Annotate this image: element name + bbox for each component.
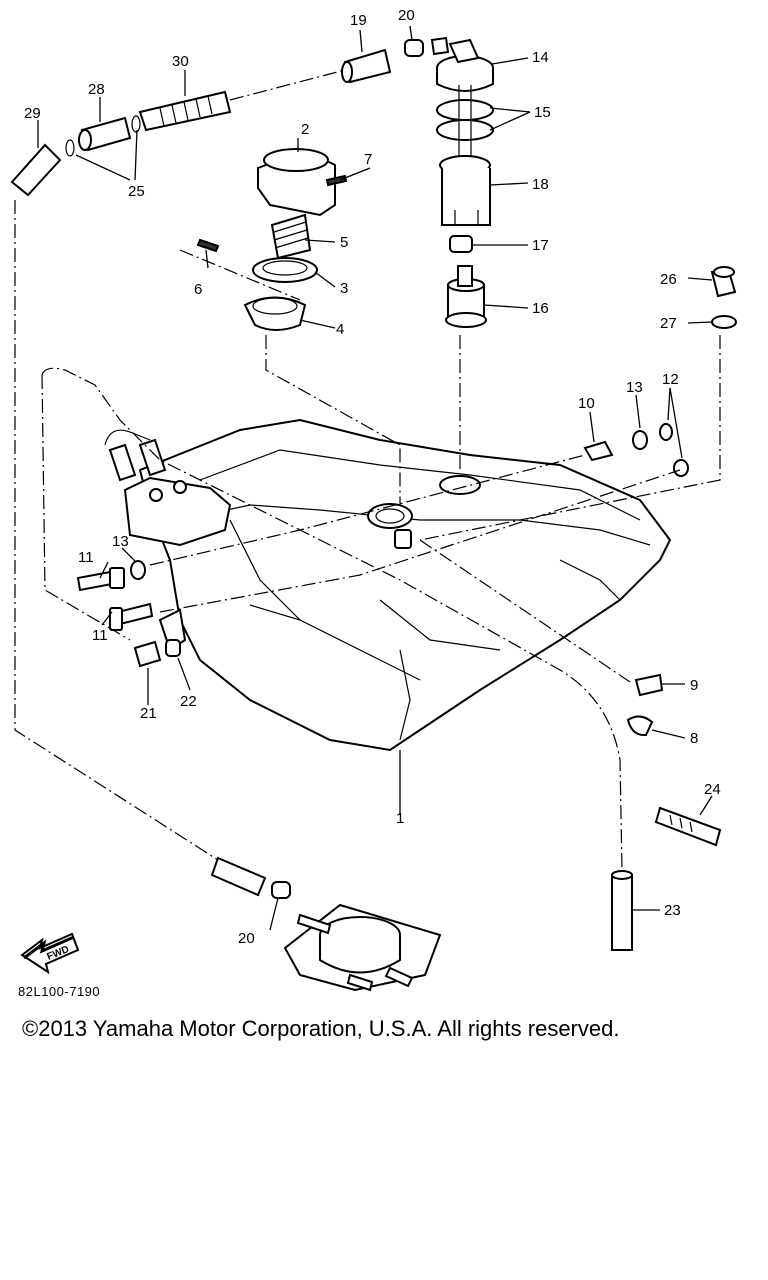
callout-6: 6 <box>194 281 202 298</box>
callout-3: 3 <box>340 280 348 297</box>
callout-13a: 13 <box>626 379 643 396</box>
callout-9: 9 <box>690 677 698 694</box>
callout-10: 10 <box>578 395 595 412</box>
callout-22: 22 <box>180 693 197 710</box>
callout-11b: 11 <box>92 627 108 644</box>
callout-29: 29 <box>24 105 41 122</box>
callout-15: 15 <box>534 104 551 121</box>
callout-20b: 20 <box>238 930 255 947</box>
left-side-hardware <box>76 560 291 899</box>
callout-13b: 13 <box>112 533 129 550</box>
fuel-tank <box>123 418 672 752</box>
callout-12: 12 <box>662 371 679 388</box>
callout-30: 30 <box>172 53 189 70</box>
fuel-pump <box>283 903 442 992</box>
fwd-arrow-icon: FWD <box>20 932 80 975</box>
callout-24: 24 <box>704 781 721 798</box>
callout-11a: 11 <box>78 549 94 566</box>
vent-hose-parts <box>10 39 424 197</box>
callout-5: 5 <box>340 234 348 251</box>
fuel-sender-assembly <box>430 36 494 328</box>
callout-14: 14 <box>532 49 549 66</box>
assembly-guide-lines <box>14 69 721 871</box>
parts-diagram: 1 2 3 4 5 6 7 8 9 10 11 11 12 13 13 14 1… <box>10 7 737 992</box>
callout-2: 2 <box>301 121 309 138</box>
callout-1: 1 <box>396 810 404 827</box>
callout-23: 23 <box>664 902 681 919</box>
callout-16: 16 <box>532 300 549 317</box>
filler-cap-assembly <box>196 148 348 331</box>
callout-18: 18 <box>532 176 549 193</box>
callout-17: 17 <box>532 237 549 254</box>
diagram-reference-code: 82L100-7190 <box>18 984 101 999</box>
callout-7: 7 <box>364 151 372 168</box>
callout-8: 8 <box>690 730 698 747</box>
tank-vent-hoses <box>104 429 167 482</box>
callout-labels: 1 2 3 4 5 6 7 8 9 10 11 11 12 13 13 14 1… <box>24 7 721 947</box>
callout-4: 4 <box>336 321 344 338</box>
callout-21: 21 <box>140 705 157 722</box>
callout-19: 19 <box>350 12 367 29</box>
copyright-notice: ©2013 Yamaha Motor Corporation, U.S.A. A… <box>22 1016 620 1041</box>
callout-20a: 20 <box>398 7 415 24</box>
callout-27: 27 <box>660 315 677 332</box>
callout-28: 28 <box>88 81 105 98</box>
callout-25: 25 <box>128 183 145 200</box>
right-side-hardware <box>583 266 737 951</box>
leader-lines <box>37 25 713 931</box>
callout-26: 26 <box>660 271 677 288</box>
